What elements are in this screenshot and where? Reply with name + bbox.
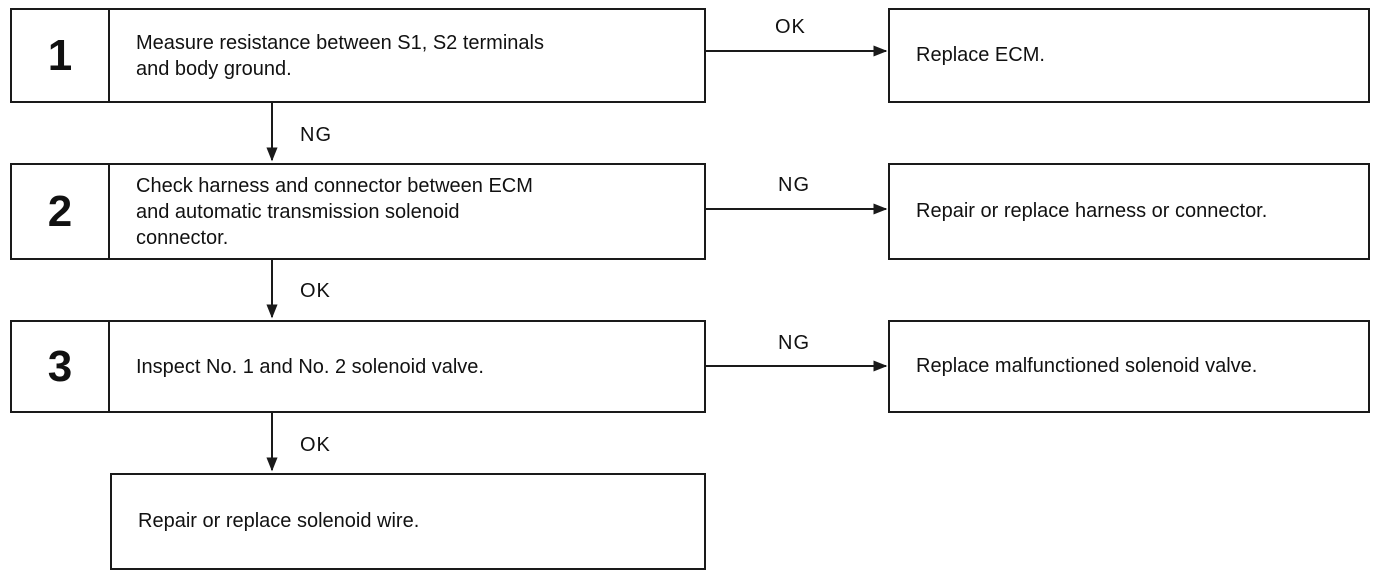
step-number: 2 <box>12 165 110 258</box>
result-repair-harness: Repair or replace harness or connector. <box>888 163 1370 260</box>
result-replace-ecm: Replace ECM. <box>888 8 1370 103</box>
step-2-box: 2 Check harness and connector between EC… <box>10 163 706 260</box>
result-text: Repair or replace harness or connector. <box>916 200 1268 222</box>
step-number: 3 <box>12 322 110 411</box>
result-replace-solenoid-valve: Replace malfunctioned solenoid valve. <box>888 320 1370 413</box>
label-step2-down: OK <box>300 280 331 302</box>
step-number: 1 <box>12 10 110 101</box>
step-1-box: 1 Measure resistance between S1, S2 term… <box>10 8 706 103</box>
result-text: Replace ECM. <box>916 44 1045 66</box>
step-3-box: 3 Inspect No. 1 and No. 2 solenoid valve… <box>10 320 706 413</box>
label-step2-right: NG <box>778 174 810 196</box>
label-step1-right: OK <box>775 16 806 38</box>
step-text: Check harness and connector between ECM … <box>136 174 533 249</box>
step-text: Inspect No. 1 and No. 2 solenoid valve. <box>136 355 484 378</box>
result-text: Replace malfunctioned solenoid valve. <box>916 355 1258 377</box>
result-text: Repair or replace solenoid wire. <box>138 510 420 532</box>
step-text: Measure resistance between S1, S2 termin… <box>136 31 544 80</box>
label-step1-down: NG <box>300 124 332 146</box>
result-repair-solenoid-wire: Repair or replace solenoid wire. <box>110 473 706 570</box>
label-step3-right: NG <box>778 332 810 354</box>
label-step3-down: OK <box>300 434 331 456</box>
